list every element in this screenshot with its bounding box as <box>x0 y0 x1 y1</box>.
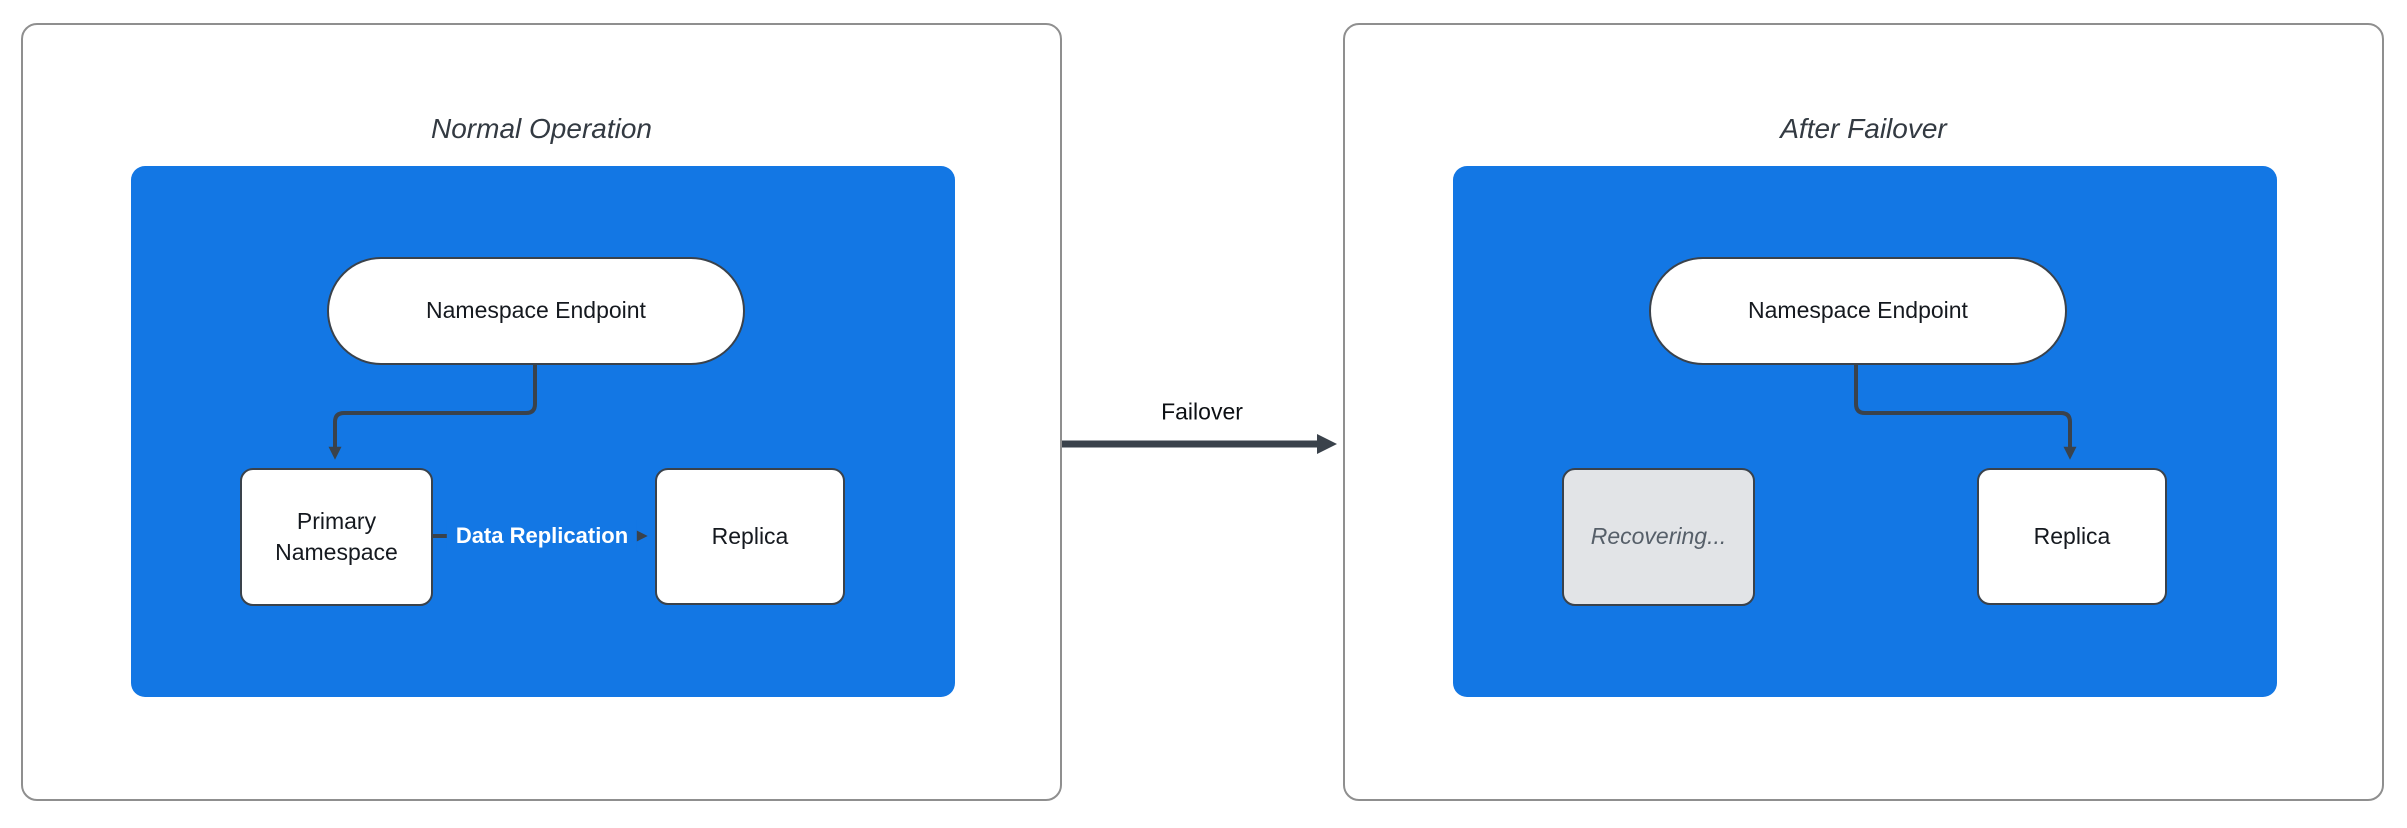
panel-title-after-failover: After Failover <box>1780 113 1947 144</box>
panel-title-normal-operation: Normal Operation <box>431 113 652 144</box>
edge-label-data-replication: Data Replication <box>446 520 638 552</box>
node-label: Namespace Endpoint <box>426 297 646 324</box>
node-label: Primary Namespace <box>275 507 398 565</box>
namespace-zone-normal: Namespace Endpoint Primary Namespace Rep… <box>131 166 955 697</box>
panel-after-failover: After Failover Namespace Endpoint Recove… <box>1343 23 2384 801</box>
node-namespace-endpoint-normal: Namespace Endpoint <box>327 257 745 365</box>
node-replica-failover: Replica <box>1977 468 2167 605</box>
panel-normal-operation: Normal Operation Namespace Endpoint Prim… <box>21 23 1062 801</box>
node-label: Replica <box>711 522 789 549</box>
edge-label-failover: Failover <box>1161 398 1243 425</box>
namespace-zone-failover: Namespace Endpoint Recovering... Replica <box>1453 166 2277 697</box>
node-label: Namespace Endpoint <box>1748 297 1968 324</box>
node-recovering: Recovering... <box>1562 468 1755 606</box>
node-primary-namespace: Primary Namespace <box>240 468 433 606</box>
node-namespace-endpoint-failover: Namespace Endpoint <box>1649 257 2067 365</box>
node-label: Recovering... <box>1590 523 1727 550</box>
node-label: Replica <box>2033 522 2111 549</box>
node-replica-normal: Replica <box>655 468 845 605</box>
